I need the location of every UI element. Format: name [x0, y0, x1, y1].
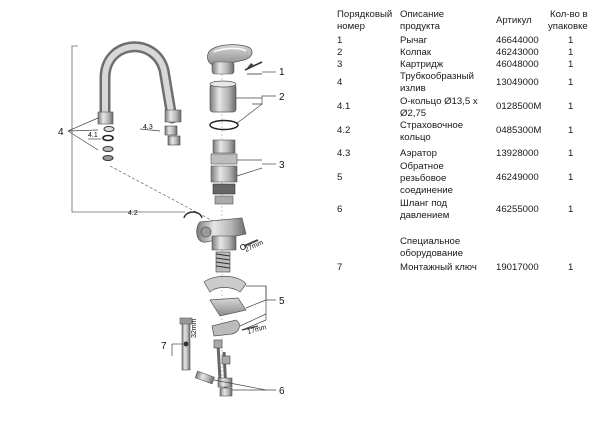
- exploded-view-diagram: 1 2 3 4 4.1 4.2 4.3 5 6 7 27mm 17mm 32mm: [58, 41, 285, 397]
- callout-5: 5: [279, 296, 285, 307]
- row-article: 0485300M: [496, 125, 542, 136]
- row-article: 46249000: [496, 172, 539, 183]
- row-description: Страховочное: [400, 120, 464, 131]
- header-description-line2: продукта: [400, 21, 440, 32]
- row-position: 4.2: [337, 125, 351, 136]
- header-position-line2: номер: [337, 21, 365, 32]
- row-description: Монтажный ключ: [400, 262, 477, 273]
- row-article: 13928000: [496, 148, 539, 159]
- header-position-line1: Порядковый: [337, 9, 393, 20]
- callout-7: 7: [161, 341, 167, 352]
- row-article: 46243000: [496, 47, 539, 58]
- row-description: Обратное: [400, 161, 444, 172]
- cap-part: [209, 80, 237, 113]
- header-article: Артикул: [496, 15, 532, 26]
- row-article: 0128500M: [496, 101, 542, 112]
- row-quantity: 1: [568, 47, 574, 58]
- cap-o-ring: [209, 119, 239, 131]
- row-position: 6: [337, 204, 343, 215]
- row-description-line2: излив: [400, 83, 426, 94]
- mounting-set-part: [203, 275, 259, 337]
- dimension-c: 32mm: [191, 318, 198, 338]
- row-article: 13049000: [496, 77, 539, 88]
- row-position: 1: [337, 35, 343, 46]
- row-description: Аэратор: [400, 148, 437, 159]
- retaining-clip: [183, 211, 203, 219]
- row-description-line2: резьбовое: [400, 173, 447, 184]
- row-description: Рычаг: [400, 35, 428, 46]
- row-position: 7: [337, 262, 343, 273]
- faucet-body: [196, 217, 247, 251]
- row-description-line2: кольцо: [400, 132, 431, 143]
- row-quantity: 1: [568, 262, 574, 273]
- row-quantity: 1: [568, 59, 574, 70]
- row-position: 5: [337, 172, 343, 183]
- header-quantity-line2: упаковке: [548, 21, 588, 32]
- callout-4-2: 4.2: [128, 210, 138, 217]
- row-description: Картридж: [400, 59, 444, 70]
- header-description-line1: Описание: [400, 9, 445, 20]
- spout-small-parts: [102, 125, 181, 161]
- mounting-wrench-part: [171, 317, 193, 371]
- row-quantity: 1: [568, 125, 574, 136]
- callout-3: 3: [279, 160, 285, 171]
- row-description: Трубкообразный: [400, 71, 474, 82]
- special-equipment-heading: Специальное: [400, 236, 461, 247]
- row-description: Колпак: [400, 47, 432, 58]
- row-description-line2: Ø2,75: [400, 108, 427, 119]
- small-wrench: [240, 239, 259, 250]
- cartridge-part: [210, 139, 238, 205]
- callout-1: 1: [279, 67, 285, 78]
- row-article: 19017000: [496, 262, 539, 273]
- special-equipment-heading-line2: оборудование: [400, 248, 464, 259]
- row-description-line3: соединение: [400, 185, 453, 196]
- row-description: O-кольцо Ø13,5 x: [400, 96, 478, 107]
- threaded-stud: [215, 251, 231, 273]
- header-quantity-line1: Кол-во в: [550, 9, 588, 20]
- row-position: 2: [337, 47, 343, 58]
- row-article: 46255000: [496, 204, 539, 215]
- row-quantity: 1: [568, 77, 574, 88]
- callout-4-3: 4.3: [143, 124, 153, 131]
- row-position: 4.1: [337, 101, 351, 112]
- row-position: 3: [337, 59, 343, 70]
- dimension-b: 17mm: [247, 324, 268, 336]
- row-article: 46644000: [496, 35, 539, 46]
- callout-6: 6: [279, 386, 285, 397]
- callout-2: 2: [279, 92, 285, 103]
- callout-4: 4: [58, 127, 64, 138]
- row-quantity: 1: [568, 172, 574, 183]
- row-position: 4.3: [337, 148, 351, 159]
- spout-part: [97, 41, 182, 125]
- row-quantity: 1: [568, 35, 574, 46]
- row-quantity: 1: [568, 148, 574, 159]
- row-quantity: 1: [568, 204, 574, 215]
- row-position: 4: [337, 77, 343, 88]
- callout-4-1: 4.1: [88, 132, 98, 139]
- row-quantity: 1: [568, 101, 574, 112]
- row-description: Шланг под: [400, 198, 448, 209]
- pressure-hoses-part: [194, 339, 233, 397]
- lever-part: [207, 44, 263, 75]
- row-article: 46048000: [496, 59, 539, 70]
- row-description-line2: давлением: [400, 210, 450, 221]
